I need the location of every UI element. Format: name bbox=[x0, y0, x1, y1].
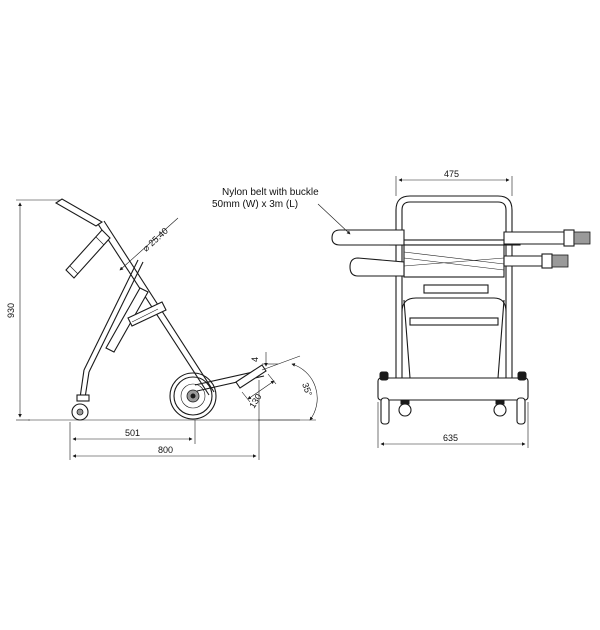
belt-note-line1: Nylon belt with buckle bbox=[222, 187, 319, 198]
side-frame bbox=[54, 198, 267, 399]
height-label: 930 bbox=[6, 303, 16, 318]
belt-strap-right bbox=[503, 231, 567, 245]
lower-bracket bbox=[423, 284, 489, 294]
buckle-lower bbox=[551, 254, 569, 268]
base-platform bbox=[377, 377, 529, 401]
front-handle-frame bbox=[395, 195, 513, 381]
tube-diameter-label: ⌀ 25.40 bbox=[141, 226, 170, 254]
buckle-upper bbox=[573, 231, 591, 245]
main-wheel bbox=[169, 372, 217, 420]
nylon-belt bbox=[331, 229, 591, 277]
plate-angle-dimension: 35° bbox=[258, 355, 318, 421]
top-width-label: 475 bbox=[444, 169, 459, 179]
plate-length-label: 130 bbox=[247, 392, 263, 410]
front-view: 475 635 Nylon belt with buckle 50mm (W) … bbox=[212, 169, 591, 448]
right-castor-front bbox=[493, 403, 507, 417]
wheel-rear-dimension: 501 bbox=[69, 420, 196, 444]
cylinder-clamp bbox=[65, 229, 111, 279]
belt-note-leader bbox=[317, 203, 351, 235]
front-base bbox=[377, 371, 529, 425]
left-castor-front bbox=[398, 403, 412, 417]
side-view: 930 ⌀ 25.40 501 800 4 bbox=[6, 198, 318, 460]
base-width-dimension: 635 bbox=[377, 402, 529, 448]
height-dimension: 930 bbox=[6, 199, 60, 421]
base-width-label: 635 bbox=[443, 433, 458, 443]
plate-thickness-dimension: 4 bbox=[250, 352, 278, 367]
lower-hoop bbox=[401, 297, 507, 313]
upper-crossbar bbox=[389, 239, 521, 246]
left-wheel-front bbox=[380, 397, 390, 425]
overall-length-label: 800 bbox=[158, 445, 173, 455]
front-frame bbox=[389, 195, 521, 381]
belt-note-line2: 50mm (W) x 3m (L) bbox=[212, 199, 298, 210]
tube-diameter-dimension: ⌀ 25.40 bbox=[119, 217, 179, 271]
mid-crossbar bbox=[409, 317, 499, 326]
belt-wrap-area bbox=[403, 244, 505, 278]
top-width-dimension: 475 bbox=[395, 169, 513, 196]
handle-grip bbox=[54, 198, 104, 227]
belt-note: Nylon belt with buckle 50mm (W) x 3m (L) bbox=[212, 187, 351, 235]
plate-angle-label: 35° bbox=[300, 381, 314, 398]
toe-plate bbox=[235, 364, 267, 389]
castor-wheel bbox=[71, 394, 90, 421]
cross-brace bbox=[105, 287, 149, 353]
wheel-rear-label: 501 bbox=[125, 428, 140, 438]
belt-loop-left bbox=[331, 229, 405, 246]
right-wheel-front bbox=[516, 397, 526, 425]
plate-thickness-label: 4 bbox=[250, 357, 260, 362]
